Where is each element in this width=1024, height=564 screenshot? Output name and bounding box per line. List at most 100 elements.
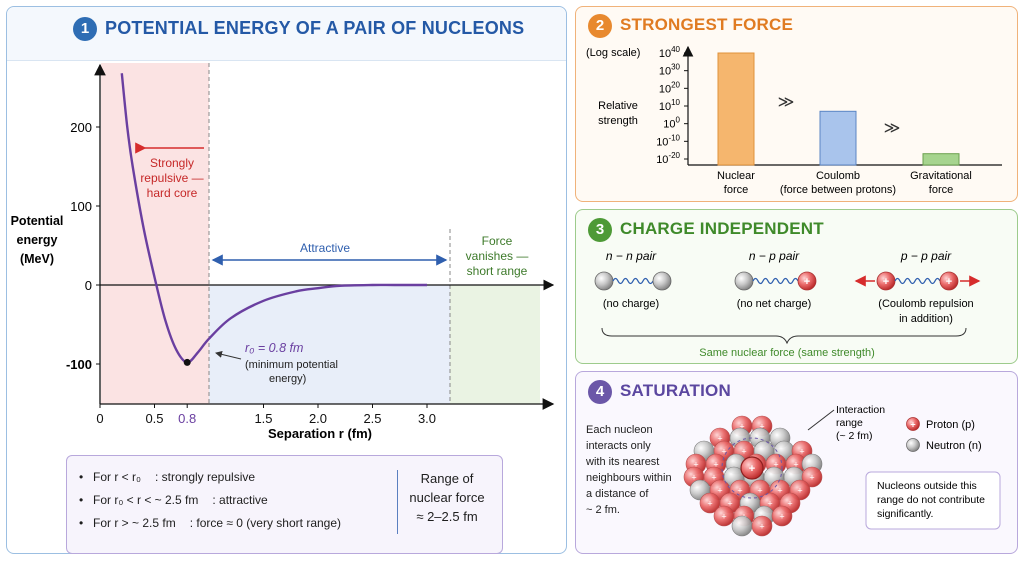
panel-title: POTENTIAL ENERGY OF A PAIR OF NUCLEONS bbox=[105, 18, 525, 38]
plus-icon: + bbox=[713, 460, 718, 470]
description-line: neighbours within bbox=[586, 472, 672, 484]
grouping-brace bbox=[601, 327, 967, 345]
much-greater-symbol: ≫ bbox=[778, 94, 795, 111]
np-note: (no net charge) bbox=[737, 298, 812, 310]
proton-ball bbox=[939, 271, 959, 291]
central-nucleon bbox=[740, 456, 764, 480]
outside-note-3: significantly. bbox=[877, 508, 933, 520]
strength-label-1: Relative bbox=[598, 100, 638, 112]
strength-tick-label: 1040 bbox=[659, 45, 681, 60]
panel-number-badge: 1 bbox=[73, 17, 97, 41]
x-tick-label: 0.5 bbox=[145, 411, 163, 426]
x-tick-label: 0 bbox=[96, 411, 103, 426]
plus-icon: + bbox=[779, 512, 784, 522]
plus-icon: + bbox=[773, 460, 778, 470]
strength-tick-label: 1020 bbox=[659, 80, 681, 95]
panel-number-badge: 3 bbox=[588, 218, 612, 242]
plus-icon: + bbox=[717, 434, 722, 444]
minimum-pointer bbox=[215, 350, 242, 360]
strength-label-2: strength bbox=[598, 115, 638, 127]
nucleus-diagram: ++++++++++++++++++++++++++++ Interaction… bbox=[683, 404, 1001, 537]
interaction-label-2: range bbox=[836, 417, 863, 429]
minimum-label: r₀ = 0.8 fm bbox=[245, 341, 303, 355]
bullet-description: : force ≈ 0 (very short range) bbox=[189, 516, 342, 530]
y-axis-label-3: (MeV) bbox=[20, 252, 54, 266]
summary-box: •For r < r₀: strongly repulsive •For r₀ … bbox=[66, 455, 503, 554]
spring-icon bbox=[894, 277, 941, 285]
nucleus-cluster: ++++++++++++++++++++++++++++ bbox=[683, 415, 823, 537]
x-tick-label: 0.8 bbox=[178, 411, 196, 426]
saturation-panel: 4 SATURATION Each nucleon interacts only… bbox=[575, 371, 1018, 554]
plus-icon: + bbox=[721, 447, 726, 457]
repulsive-label-1: Strongly bbox=[150, 156, 194, 170]
vanish-label-2: vanishes — bbox=[466, 249, 529, 263]
repulsive-label-2: repulsive — bbox=[140, 171, 203, 185]
range-note: Range of nuclear force ≈ 2–2.5 fm bbox=[397, 469, 497, 526]
interaction-label-1: Interaction bbox=[836, 404, 885, 416]
proton-ball bbox=[801, 466, 823, 488]
proton-ball bbox=[751, 515, 773, 537]
plus-icon: + bbox=[759, 422, 764, 432]
bullet-item: •For r < r₀: strongly repulsive bbox=[79, 470, 256, 484]
plus-icon: + bbox=[707, 499, 712, 509]
spring-icon bbox=[752, 277, 799, 285]
bar-label: force bbox=[724, 184, 748, 196]
attractive-region bbox=[209, 285, 450, 404]
nn-pair-title: n − n pair bbox=[606, 249, 657, 263]
description-line: ~ 2 fm. bbox=[586, 504, 620, 516]
plus-icon: + bbox=[693, 460, 698, 470]
plus-icon: + bbox=[711, 473, 716, 483]
plus-icon: + bbox=[717, 486, 722, 496]
x-tick-label: 2.5 bbox=[363, 411, 381, 426]
y-axis-label-2: energy bbox=[17, 233, 58, 247]
strength-bar bbox=[922, 153, 960, 166]
panel-title: CHARGE INDEPENDENT bbox=[620, 219, 824, 238]
plus-icon: + bbox=[767, 499, 772, 509]
plus-icon: + bbox=[910, 420, 915, 430]
plus-icon: + bbox=[777, 486, 782, 496]
bullet-condition: For r₀ < r < ~ 2.5 fm bbox=[93, 493, 199, 507]
strength-tick-label: 100 bbox=[663, 116, 680, 131]
neutron-ball bbox=[594, 271, 614, 291]
panel-title: SATURATION bbox=[620, 381, 731, 400]
range-line: Range of bbox=[420, 471, 474, 486]
range-line: ≈ 2–2.5 fm bbox=[416, 509, 478, 524]
x-tick-label: 3.0 bbox=[418, 411, 436, 426]
same-force-note: Same nuclear force (same strength) bbox=[699, 347, 874, 359]
neutron-ball bbox=[734, 271, 754, 291]
proton-legend-label: Proton (p) bbox=[926, 419, 975, 431]
repulsive-region bbox=[101, 63, 209, 404]
summary-divider bbox=[397, 470, 398, 534]
strength-tick-label: 10-10 bbox=[656, 133, 680, 148]
panel-header bbox=[7, 7, 566, 61]
interaction-range-circle bbox=[721, 437, 783, 499]
charge-independent-panel: 3 CHARGE INDEPENDENT n − n pair n − p pa… bbox=[575, 209, 1018, 364]
panel-title: STRONGEST FORCE bbox=[620, 15, 794, 34]
plus-icon: + bbox=[797, 486, 802, 496]
pp-pair-title: p − p pair bbox=[900, 249, 952, 263]
y-tick-label: -100 bbox=[66, 357, 92, 372]
strength-tick-label: 1010 bbox=[659, 98, 681, 113]
y-tick-label: 100 bbox=[70, 199, 92, 214]
neutron-ball bbox=[652, 271, 672, 291]
bullet-condition: For r < r₀ bbox=[93, 470, 141, 484]
plus-icon: + bbox=[737, 486, 742, 496]
description-line: with its nearest bbox=[586, 456, 660, 468]
saturation-description: Each nucleon interacts only with its nea… bbox=[586, 422, 672, 518]
y-axis-label-1: Potential bbox=[11, 214, 64, 228]
x-axis-label: Separation r (fm) bbox=[268, 426, 372, 441]
strength-bar bbox=[717, 52, 755, 166]
description-line: interacts only bbox=[586, 440, 651, 452]
outside-note-2: range do not contribute bbox=[877, 494, 985, 506]
plus-icon: + bbox=[757, 486, 762, 496]
range-line: nuclear force bbox=[409, 490, 485, 505]
strength-tick-label: 1030 bbox=[659, 63, 681, 78]
panel-number-badge: 4 bbox=[588, 380, 612, 404]
spring-icon bbox=[612, 277, 654, 285]
plus-icon: + bbox=[787, 499, 792, 509]
vanish-label-3: short range bbox=[467, 264, 528, 278]
much-greater-symbol: ≫ bbox=[884, 120, 901, 137]
pp-note-2: in addition) bbox=[899, 313, 953, 325]
neutron-ball bbox=[731, 515, 753, 537]
